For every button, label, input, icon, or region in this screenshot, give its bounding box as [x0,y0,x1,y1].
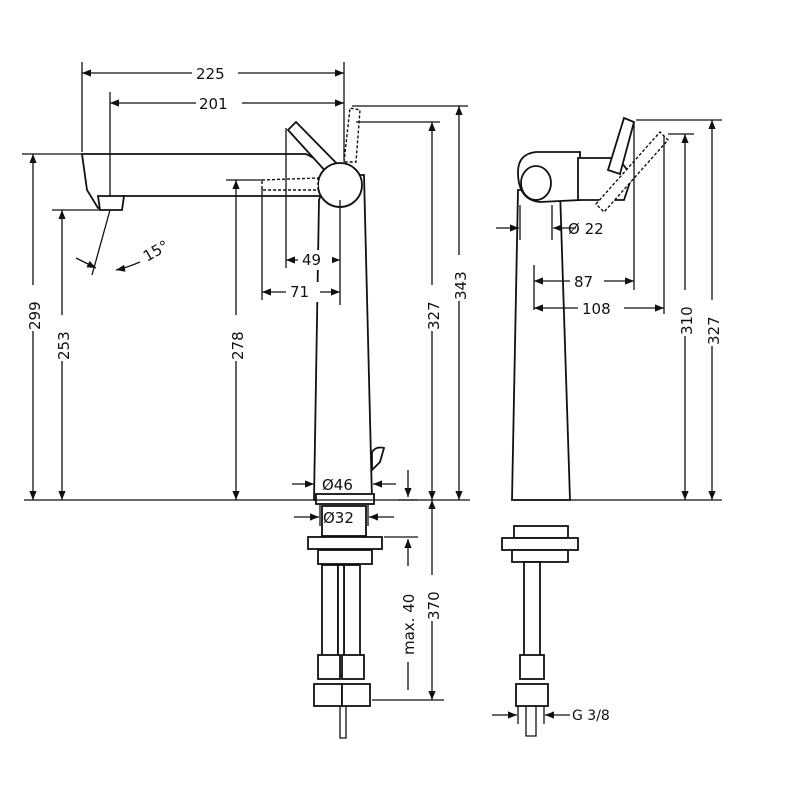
dim-108: 108 [582,300,611,318]
popup-rod [371,446,386,473]
side-base-ring [513,525,569,539]
dim-253: 253 [55,331,73,360]
dim-49: 49 [302,251,321,269]
thread-g38: G 3/8 [572,708,610,724]
base-ring [315,493,375,505]
side-body [511,189,571,501]
side-nut [511,549,569,563]
dim-278: 278 [229,331,247,360]
supply-hose-right [343,564,361,661]
dim-87: 87 [574,273,593,291]
fitting-left [317,654,341,680]
fitting-right [341,654,365,680]
nut-right [341,683,371,707]
side-view [501,116,669,737]
supply-hose-left [321,564,339,661]
dim-343: 343 [452,271,470,300]
side-hex-nut [515,683,549,707]
front-view [80,107,386,739]
dim-71: 71 [290,283,309,301]
side-aerator [520,165,552,201]
side-lever-alt [595,130,669,214]
dim-327-side: 327 [705,316,723,345]
side-tail [525,706,537,737]
center-stud [337,564,345,676]
side-fitting [519,654,545,680]
dim-310: 310 [678,306,696,335]
lever-alt-position-up [343,107,361,163]
dim-327-front: 327 [425,301,443,330]
dim-max-40: max. 40 [400,594,418,655]
faucet-body [313,174,373,501]
lever-alt-position-side [261,177,319,191]
dia-32: Ø32 [323,509,354,527]
pull-rod [339,706,347,739]
nut-left [313,683,343,707]
dim-225: 225 [196,65,225,83]
threaded-shank [321,505,367,537]
front-dimensions: 225 201 299 253 15° 49 71 [22,62,470,701]
dim-201: 201 [199,95,228,113]
dia-22: Ø 22 [568,220,604,238]
fixing-nut [317,549,373,565]
dim-370: 370 [425,591,443,620]
side-dimensions: Ø 22 87 108 310 327 G 3/8 [492,119,723,724]
angle-15: 15° [140,237,172,266]
side-hose [523,561,541,661]
fixing-plate [307,536,383,550]
dim-299: 299 [26,301,44,330]
aerator [96,195,126,211]
side-fixing-plate [501,537,579,551]
dia-46: Ø46 [322,476,353,494]
